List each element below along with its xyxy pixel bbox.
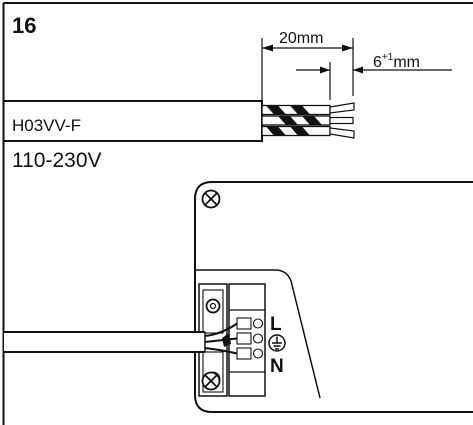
- cable-type-label: H03VV-F: [12, 116, 81, 135]
- stripped-cable: [4, 100, 355, 142]
- dimension-annotation: [261, 38, 452, 100]
- connected-cable: [4, 322, 238, 355]
- step-number: 16: [12, 13, 36, 38]
- strip-length-label: 20mm: [279, 30, 323, 47]
- screw-cross-icon: [201, 189, 221, 209]
- terminal-label-neutral: N: [270, 356, 284, 377]
- driver-housing: [194, 181, 473, 413]
- terminal-label-live: L: [270, 314, 282, 335]
- conductor-strip-label: 6+1mm: [373, 52, 420, 71]
- ground-symbol-icon: [268, 334, 286, 352]
- screw-cross-icon: [201, 371, 221, 391]
- voltage-label: 110-230V: [12, 149, 102, 172]
